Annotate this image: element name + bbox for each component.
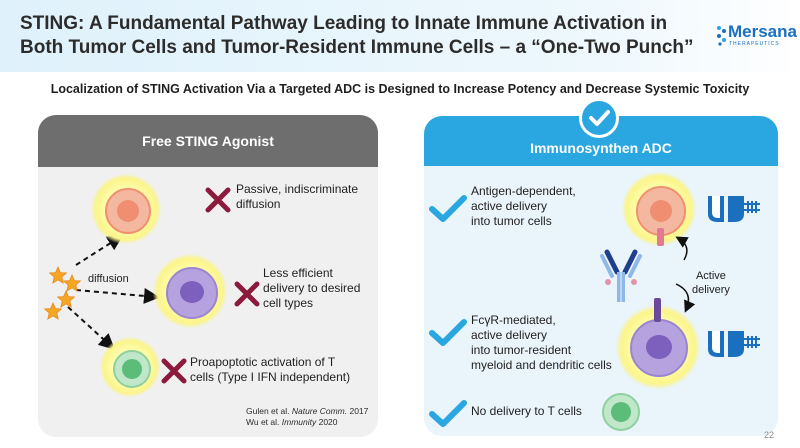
active-delivery-arrows [675,236,696,313]
left-item-1-text: Passive, indiscriminate diffusion [236,182,359,211]
cross-icon [161,358,187,384]
title-line-2: Both Tumor Cells and Tumor-Resident Immu… [20,37,694,58]
fc-receptor [654,298,661,322]
slide-subtitle: Localization of STING Activation Via a T… [50,82,750,96]
myeloid-cell [630,319,688,377]
logo-dots-icon [717,26,726,46]
panel-heading-free-sting: Free STING Agonist [38,115,378,167]
active-delivery-label: Active delivery [692,270,730,296]
diffusion-label: diffusion [88,273,129,285]
right-item-1-text: Antigen-dependent, active delivery into … [471,184,576,228]
t-cell [602,393,640,431]
myeloid-cell [166,267,218,319]
sting-agonist-star-icon [43,301,63,320]
checkmark-icon [429,195,467,222]
mersana-logo: Mersana THERAPEUTICS [716,22,797,52]
logo-name: Mersana [728,22,797,41]
slide-title: STING: A Fundamental Pathway Leading to … [20,12,700,60]
cross-icon [205,187,231,213]
diffusion-arrows-diagram [43,234,160,350]
logo-subtitle: THERAPEUTICS [729,41,780,47]
sting-protein-icon [708,196,760,222]
cross-icon [234,281,260,307]
tumor-cell [105,188,151,234]
antigen-receptor [657,228,664,246]
right-item-3-text: No delivery to T cells [471,404,582,418]
left-item-2-text: Less efficient delivery to desired cell … [263,266,361,310]
reference-1: Gulen et al. Nature Comm. 2017 [246,406,369,416]
tumor-cell [636,186,686,236]
sting-agonist-star-icon [62,273,82,292]
reference-citations: Gulen et al. Nature Comm. 2017 Wu et al.… [246,406,368,428]
right-item-2-text: FcγR-mediated, active delivery into tumo… [471,313,612,372]
reference-2: Wu et al. Immunity 2020 [246,417,338,427]
sting-protein-icon [708,331,760,357]
title-line-1: STING: A Fundamental Pathway Leading to … [20,13,668,34]
check-badge-icon [579,98,619,138]
header-banner [0,0,800,72]
checkmark-icon [429,400,467,427]
antibody-adc-icon [600,249,642,302]
immunosynthen-adc-panel: Immunosynthen ADC [424,116,778,436]
sting-agonist-star-icon [48,265,68,284]
left-item-3-text: Proapoptotic activation of T cells (Type… [190,355,351,384]
t-cell [113,350,151,388]
checkmark-icon [429,319,467,346]
page-number: 22 [764,430,775,440]
sting-agonist-star-icon [56,289,76,308]
